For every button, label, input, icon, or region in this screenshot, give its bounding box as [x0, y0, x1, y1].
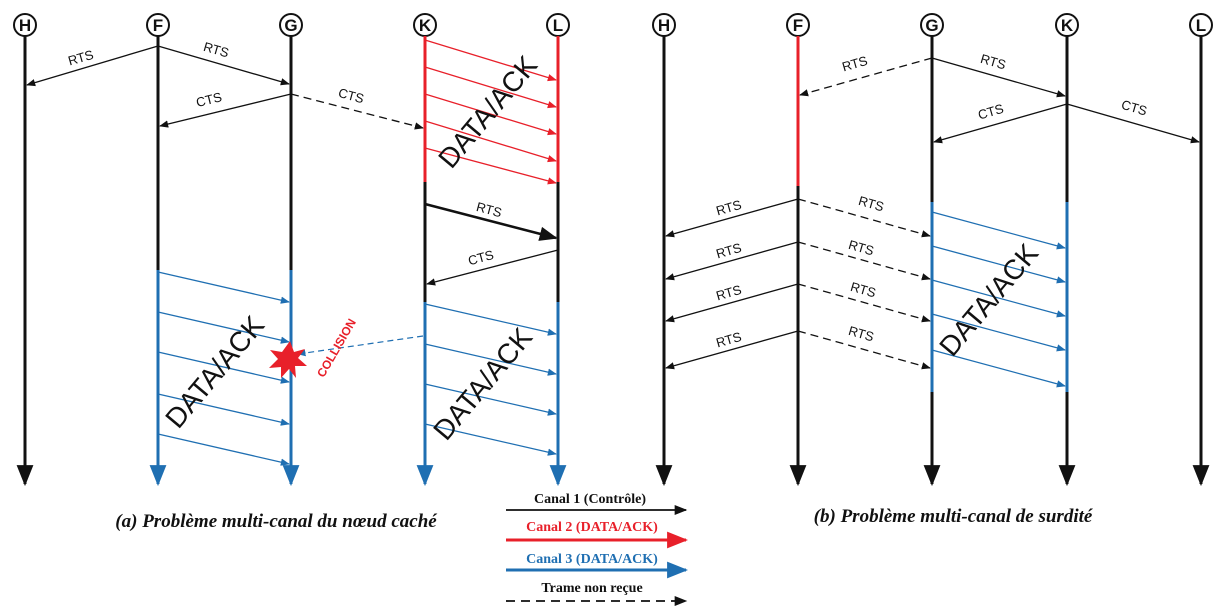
label-rts-retry-1-left: RTS [714, 197, 743, 219]
label-cts-g-f: CTS [194, 89, 223, 110]
legend-label-3: Canal 3 (DATA/ACK) [526, 552, 658, 567]
data-ack-label-kl: DATA/ACK [427, 322, 538, 446]
cts-k-to-l [1066, 103, 1200, 144]
label-cts-k-l-b: CTS [1120, 97, 1149, 119]
cts-g-to-k-lost [290, 93, 424, 130]
svg-text:H: H [658, 16, 670, 35]
label-rts-g-f-b: RTS [840, 53, 869, 75]
node-k-header-b: K [1055, 13, 1079, 37]
legend-label-2: Canal 2 (DATA/ACK) [526, 520, 658, 535]
label-rts-f-g: RTS [202, 39, 231, 61]
label-rts-retry-4-left: RTS [714, 329, 743, 351]
rts-g-to-k [931, 57, 1066, 98]
svg-text:K: K [419, 16, 432, 35]
node-h-header: H [13, 13, 37, 37]
caption-a: (a) Problème multi-canal du nœud caché [115, 511, 437, 532]
svg-text:K: K [1061, 16, 1074, 35]
label-rts-retry-3-left: RTS [714, 282, 743, 304]
blue-data-arrows-gk [931, 211, 1066, 388]
blue-data-arrows-fg [157, 271, 290, 466]
node-l-header: L [546, 13, 570, 37]
red-data-arrows [424, 39, 557, 185]
cts-g-to-f [159, 93, 292, 128]
label-rts-retry-2-left: RTS [714, 240, 743, 262]
interference-k-to-g [297, 335, 424, 357]
caption-b: (b) Problème multi-canal de surdité [814, 506, 1093, 527]
rts-g-to-f-lost [799, 57, 933, 97]
label-cts-g-k: CTS [337, 85, 366, 106]
legend-label-4: Trame non reçue [541, 581, 642, 596]
node-f-header: F [146, 13, 170, 37]
label-rts-k-l: RTS [475, 199, 504, 220]
node-h-header-b: H [652, 13, 676, 37]
label-rts-retry-3-right: RTS [849, 279, 878, 301]
collision-icon [269, 341, 307, 378]
node-l-header-b: L [1189, 13, 1213, 37]
label-rts-g-k-b: RTS [979, 51, 1008, 73]
label-rts-retry-2-right: RTS [847, 237, 876, 259]
node-k-header: K [413, 13, 437, 37]
rts-f-to-g [157, 45, 290, 86]
svg-text:G: G [284, 16, 297, 35]
label-rts-retry-1-right: RTS [857, 193, 886, 215]
data-ack-label-red: DATA/ACK [432, 50, 543, 174]
label-cts-k-g-b: CTS [976, 101, 1005, 123]
blue-data-arrows-kl [424, 303, 557, 456]
rts-f-to-h [26, 45, 159, 87]
legend: Canal 1 (Contrôle) Canal 2 (DATA/ACK) Ca… [506, 492, 689, 606]
panel-b: H F G K L RTS RTS [652, 13, 1213, 527]
cts-k-to-g [933, 103, 1068, 144]
data-ack-label-gk: DATA/ACK [933, 238, 1044, 362]
collision-label: COLLISION [314, 316, 359, 380]
svg-text:L: L [1196, 16, 1206, 35]
svg-text:G: G [925, 16, 938, 35]
rts-k-to-l [424, 202, 558, 241]
node-g-header: G [279, 13, 303, 37]
svg-text:F: F [153, 16, 163, 35]
label-cts-l-k: CTS [466, 247, 495, 268]
panel-a: H F G K L RTS RTS [13, 13, 570, 532]
label-rts-retry-4-right: RTS [847, 323, 876, 345]
legend-label-1: Canal 1 (Contrôle) [534, 492, 646, 507]
node-f-header-b: F [786, 13, 810, 37]
label-rts-f-h: RTS [66, 47, 95, 69]
svg-text:L: L [553, 16, 563, 35]
rts-retries [665, 198, 931, 370]
data-ack-label-fg: DATA/ACK [159, 310, 270, 434]
node-g-header-b: G [920, 13, 944, 37]
cts-l-to-k [426, 249, 559, 286]
svg-text:H: H [19, 16, 31, 35]
svg-text:F: F [793, 16, 803, 35]
